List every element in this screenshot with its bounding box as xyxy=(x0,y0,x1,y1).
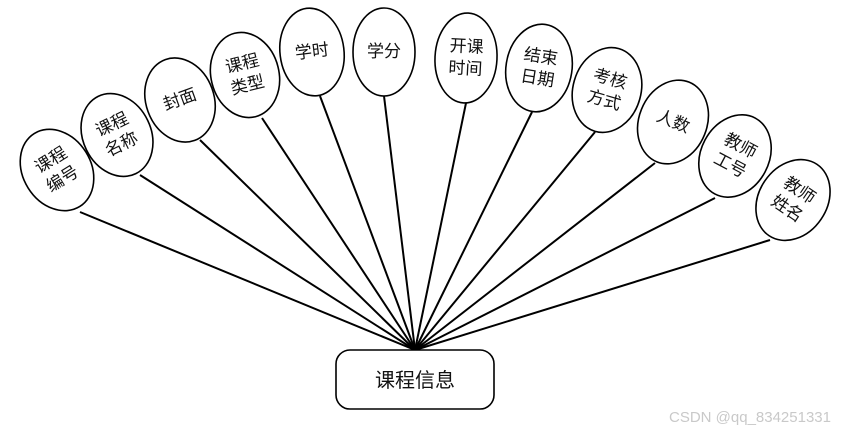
connector-line xyxy=(261,117,416,351)
attribute-label: 学分 xyxy=(367,42,401,62)
entity-box xyxy=(335,349,495,410)
connector-line xyxy=(414,239,771,351)
attribute-layer: 课程编号课程名称封面课程类型学时 学分 开课时间结束日期考核方式人数教师工号教师姓名 xyxy=(19,7,831,242)
entity-layer: 课程信息 xyxy=(335,349,495,410)
connector-line xyxy=(414,162,656,351)
attribute-ellipse xyxy=(698,114,772,198)
attribute-ellipse xyxy=(571,46,643,134)
connector-line xyxy=(79,211,416,351)
attribute-node: 学时 xyxy=(278,7,346,97)
attribute-ellipse xyxy=(434,12,498,104)
attribute-ellipse xyxy=(209,31,281,119)
attribute-ellipse xyxy=(636,79,710,165)
attribute-node: 学分 xyxy=(352,7,416,97)
connector-line xyxy=(199,139,416,351)
connector-line xyxy=(414,197,716,351)
attribute-label: 学时 xyxy=(294,40,330,64)
connector-line xyxy=(414,102,467,351)
watermark: CSDN @qq_834251331 xyxy=(668,409,831,426)
attribute-ellipse xyxy=(144,57,216,143)
attribute-ellipse xyxy=(504,23,574,113)
entity-label: 课程信息 xyxy=(375,368,455,392)
connector-line xyxy=(383,95,416,351)
attribute-ellipse xyxy=(19,128,95,212)
attribute-ellipse xyxy=(755,158,831,242)
attribute-node: 封面 xyxy=(144,57,216,143)
attribute-label: 时间 xyxy=(448,58,483,80)
connector-layer xyxy=(79,95,771,351)
attribute-ellipse xyxy=(278,7,346,97)
connector-line xyxy=(319,95,416,351)
connector-line xyxy=(414,131,596,351)
attribute-ellipse xyxy=(80,92,154,178)
connector-line xyxy=(414,111,533,351)
connector-line xyxy=(139,174,416,351)
attribute-node: 人数 xyxy=(636,79,710,165)
attribute-label: 开课 xyxy=(449,36,484,58)
attribute-ellipse xyxy=(352,7,416,97)
